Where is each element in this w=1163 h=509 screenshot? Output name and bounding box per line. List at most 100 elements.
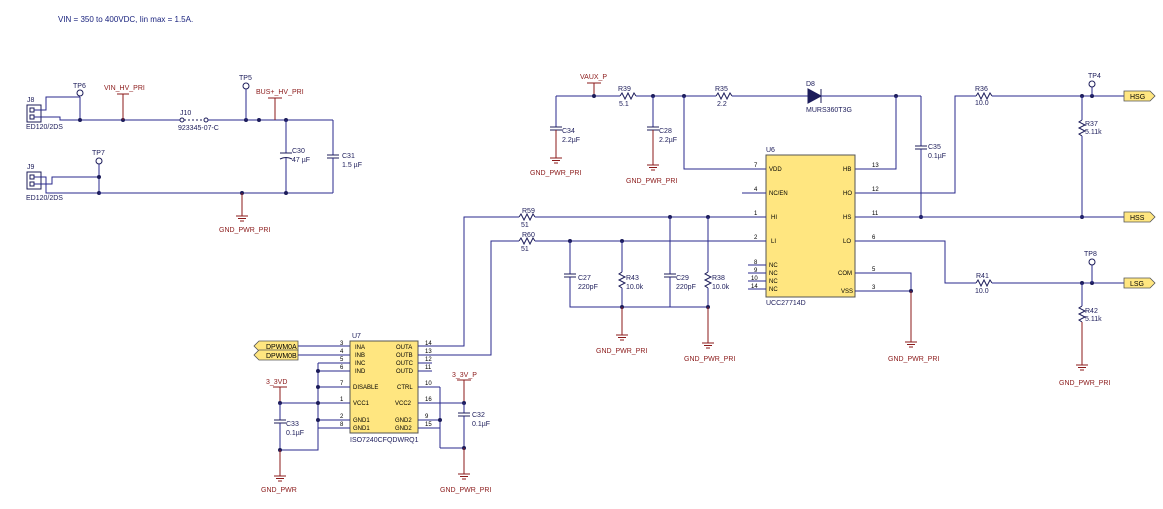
resistor-r60: R60 51	[518, 232, 536, 253]
u6-pin-num: 14	[751, 284, 758, 290]
tp6-label: TP6	[73, 83, 86, 90]
testpoint-tp6: TP6	[73, 83, 86, 97]
u7-pin-name: INB	[355, 353, 365, 359]
net-gnd-pwr: GND_PWR	[261, 487, 297, 494]
u6-pin-name: NC	[769, 271, 778, 277]
resistor-r43: R43 10.0k	[617, 241, 644, 307]
net-gnd-pwr-pri-r42: GND_PWR_PRI	[1059, 380, 1110, 387]
c30-ref: C30	[292, 148, 305, 155]
u6-pin-name: COM	[838, 271, 852, 277]
r39-ref: R39	[618, 86, 631, 93]
j9-ref: J9	[27, 164, 35, 171]
u6-pin-num: 1	[754, 211, 758, 217]
capacitor-c35: C35 0.1µF	[915, 96, 946, 217]
u7-pin-num: 12	[425, 357, 432, 363]
u7-pin-num: 15	[425, 422, 432, 428]
c28-value: 2.2µF	[659, 137, 677, 144]
u6-pin-name: NC	[769, 279, 778, 285]
c30-value: 47 µF	[292, 157, 310, 164]
c31-value: 1.5 µF	[342, 162, 362, 169]
c27-ref: C27	[578, 275, 591, 282]
tp5-label: TP5	[239, 75, 252, 82]
r35-ref: R35	[715, 86, 728, 93]
u6-pin-name: NC	[769, 263, 778, 269]
flag-hsg: HSG	[1123, 90, 1156, 102]
u7-pin-name: GND1	[353, 426, 370, 432]
gate-driver-section: VAUX_P C34 2.2µF GND_PWR_PRI R39 5.1	[432, 73, 1156, 387]
c32-value: 0.1µF	[472, 421, 490, 428]
r38-value: 10.0k	[712, 284, 730, 291]
u7-pin-name: GND2	[395, 418, 412, 424]
flag-dpwm0b-label: DPWM0B	[266, 353, 297, 360]
ic-u7: U7 ISO7240CFQDWRQ1 3 INA 4 INB 5 INC	[280, 333, 464, 444]
u7-pin-name: VCC2	[395, 401, 412, 407]
r42-value: 5.11k	[1085, 316, 1102, 323]
u6-pin-num: 8	[754, 260, 758, 266]
c33-ref: C33	[286, 421, 299, 428]
u6-pin-num: 10	[751, 276, 758, 282]
u7-pin-name: INA	[355, 345, 365, 351]
u6-pin-num: 7	[754, 163, 758, 169]
u7-pin-name: GND2	[395, 426, 412, 432]
resistor-r36: R36 10.0	[975, 86, 993, 107]
connector-j8: J8 ED120/2DS	[26, 97, 63, 131]
r59-value: 51	[521, 222, 529, 229]
r41-ref: R41	[976, 273, 989, 280]
r37-ref: R37	[1085, 121, 1098, 128]
net-bus-hv-pri: BUS+_HV_PRI	[256, 89, 304, 96]
u7-pin-name: IND	[355, 369, 366, 375]
u7-pin-num: 8	[340, 422, 344, 428]
resistor-r37: R37 5.11k	[1077, 96, 1102, 217]
u7-pin-num: 3	[340, 341, 344, 347]
c31-ref: C31	[342, 153, 355, 160]
net-gnd-pwr-pri-r38: GND_PWR_PRI	[684, 356, 735, 363]
net-vin-hv-pri: VIN_HV_PRI	[104, 85, 145, 92]
u7-pin-name: CTRL	[397, 385, 413, 391]
capacitor-c34: C34 2.2µF GND_PWR_PRI	[530, 96, 581, 177]
capacitor-c30: C30 47 µF	[279, 120, 310, 193]
u6-pin-num: 6	[872, 235, 876, 241]
u6-pin-name: LI	[771, 239, 776, 245]
u6-pin-num: 9	[754, 268, 758, 274]
j8-ref: J8	[27, 97, 35, 104]
r43-value: 10.0k	[626, 284, 644, 291]
u6-pin-num: 12	[872, 187, 879, 193]
u6-pin-name: HS	[843, 215, 851, 221]
c35-ref: C35	[928, 144, 941, 151]
isolator-section: DPWM0A DPWM0B U7 ISO7240CFQDWRQ1	[253, 333, 491, 494]
u6-part: UCC27714D	[766, 300, 806, 307]
r39-value: 5.1	[619, 101, 629, 108]
j9-part: ED120/2DS	[26, 195, 63, 202]
c28-ref: C28	[659, 128, 672, 135]
r35-value: 2.2	[717, 101, 727, 108]
u7-pin-num: 16	[425, 397, 432, 403]
u6-pin-name: NC	[769, 287, 778, 293]
u6-ref: U6	[766, 147, 775, 154]
u6-pin-name: HO	[843, 191, 852, 197]
resistor-r59: R59 51	[518, 208, 536, 229]
c34-value: 2.2µF	[562, 137, 580, 144]
u7-pin-num: 5	[340, 357, 344, 363]
testpoint-tp7: TP7	[92, 150, 105, 165]
flag-lsg-label: LSG	[1130, 281, 1144, 288]
u7-ref: U7	[352, 333, 361, 340]
c33-value: 0.1µF	[286, 430, 304, 437]
testpoint-tp5: TP5	[239, 75, 252, 120]
tp4-label: TP4	[1088, 73, 1101, 80]
flag-dpwm0b: DPWM0B	[253, 349, 299, 361]
u7-pin-num: 14	[425, 341, 432, 347]
resistor-r39: R39 5.1	[618, 86, 637, 108]
u7-pin-name: OUTD	[396, 369, 414, 375]
c27-value: 220pF	[578, 284, 598, 291]
u6-pin-name: VSS	[841, 289, 853, 295]
u7-pin-num: 10	[425, 381, 432, 387]
input-section: J8 ED120/2DS J9 ED120/2DS TP6 VIN_HV_PRI	[26, 75, 362, 234]
u7-pin-name: INC	[355, 361, 366, 367]
d8-ref: D8	[806, 81, 815, 88]
u7-part: ISO7240CFQDWRQ1	[350, 437, 419, 444]
jumper-j10: J10 923345-07-C	[178, 110, 219, 132]
flag-hss: HSS	[1123, 211, 1156, 223]
net-3-3v-p: 3_3V_P	[452, 372, 477, 379]
resistor-r35: R35 2.2	[715, 86, 733, 108]
